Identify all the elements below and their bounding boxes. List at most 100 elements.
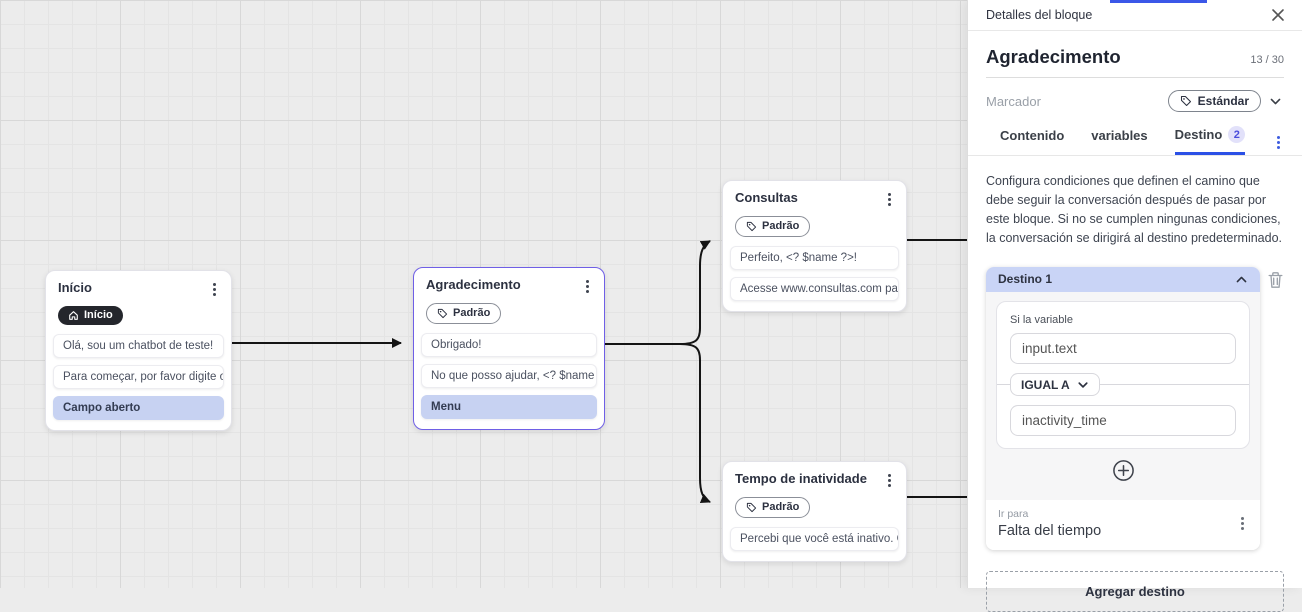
kebab-icon	[888, 478, 891, 482]
edge-agradecimento-tempo	[605, 343, 711, 504]
panel-title: Detalles del bloque	[986, 8, 1093, 22]
go-to-block[interactable]: Ir para Falta del tiempo	[998, 508, 1101, 539]
marker-label: Marcador	[986, 93, 1041, 109]
flow-node-agradecimento[interactable]: Agradecimento Padrão Obrigado! No que po…	[413, 267, 605, 430]
operator-label: IGUAL A	[1021, 377, 1070, 392]
node-message[interactable]: Para começar, por favor digite o ...	[53, 365, 224, 389]
delete-destination-button[interactable]	[1267, 271, 1284, 292]
node-menu-button[interactable]	[884, 471, 895, 489]
node-title: Consultas	[735, 190, 798, 205]
node-message-open-field[interactable]: Campo aberto	[53, 396, 224, 420]
operator-row: IGUAL A	[997, 373, 1249, 396]
node-menu-button[interactable]	[209, 280, 220, 298]
node-header: Agradecimento	[421, 277, 597, 295]
tag-icon	[437, 308, 448, 319]
chevron-up-icon	[1236, 276, 1247, 282]
chevron-down-icon	[1078, 381, 1088, 388]
tab-destino[interactable]: Destino 2	[1174, 126, 1246, 155]
tab-contenido[interactable]: Contenido	[1000, 128, 1064, 155]
kebab-icon	[213, 287, 216, 291]
operator-divider	[997, 384, 1249, 385]
destination-header[interactable]: Destino 1	[986, 267, 1260, 292]
tabs-divider	[968, 155, 1302, 156]
trash-icon	[1268, 272, 1283, 288]
close-button[interactable]	[1268, 5, 1288, 25]
marker-controls: Estándar	[1167, 90, 1284, 112]
node-header: Consultas	[730, 190, 899, 208]
node-message-menu[interactable]: Menu	[421, 395, 597, 419]
panel-body: Agradecimento 13 / 30 Marcador Estándar …	[968, 31, 1302, 612]
node-message[interactable]: Acesse www.consultas.com par...	[730, 277, 899, 301]
node-header: Início	[53, 280, 224, 298]
start-badge: Início	[58, 306, 123, 325]
add-condition-button[interactable]	[1112, 459, 1135, 485]
standard-badge: Padrão	[426, 303, 502, 324]
panel-header: Detalles del bloque	[968, 0, 1302, 31]
kebab-icon	[1277, 140, 1280, 144]
tag-icon	[1180, 95, 1191, 107]
variable-input[interactable]	[1010, 333, 1236, 364]
flow-node-tempo-inatividade[interactable]: Tempo de inatividade Padrão Percebi que …	[722, 461, 907, 562]
plus-icon	[1112, 460, 1134, 481]
add-destination-button[interactable]: Agregar destino	[986, 571, 1284, 612]
tab-label: variables	[1091, 128, 1148, 143]
destination-footer: Ir para Falta del tiempo	[986, 500, 1260, 550]
tab-label: Contenido	[1000, 128, 1065, 143]
block-details-panel: Detalles del bloque Agradecimento 13 / 3…	[967, 0, 1302, 612]
destination-row: Destino 1 Si la variable IGUAL A	[986, 267, 1284, 550]
badge-label: Padrão	[762, 220, 800, 232]
go-to-label: Ir para	[998, 508, 1029, 520]
destination-title: Destino 1	[998, 272, 1053, 286]
kebab-icon	[888, 197, 891, 201]
block-name-field[interactable]: Agradecimento	[986, 46, 1121, 67]
marker-pill-label: Estándar	[1197, 94, 1249, 108]
standard-badge: Padrão	[735, 216, 811, 237]
node-message[interactable]: Obrigado!	[421, 333, 597, 357]
tabs-row: Contenido variables Destino 2	[986, 126, 1284, 155]
node-header: Tempo de inatividade	[730, 471, 899, 489]
flow-node-consultas[interactable]: Consultas Padrão Perfeito, <? $name ?>! …	[722, 180, 907, 312]
tag-icon	[746, 502, 757, 513]
node-message[interactable]: Perfeito, <? $name ?>!	[730, 246, 899, 270]
node-message[interactable]: Olá, sou um chatbot de teste!	[53, 334, 224, 358]
if-variable-label: Si la variable	[1010, 314, 1073, 326]
home-icon	[69, 311, 78, 320]
tab-label: Destino	[1174, 127, 1223, 142]
close-icon	[1272, 9, 1284, 21]
block-name-row: Agradecimento 13 / 30	[986, 31, 1284, 78]
node-menu-button[interactable]	[884, 190, 895, 208]
destino-count-badge: 2	[1228, 126, 1246, 143]
standard-badge: Padrão	[735, 497, 811, 518]
kebab-icon	[1241, 522, 1244, 525]
chevron-down-icon	[1270, 98, 1281, 104]
node-message[interactable]: Percebi que você está inativo. C...	[730, 527, 899, 551]
badge-label: Padrão	[453, 307, 491, 319]
node-title: Agradecimento	[426, 277, 521, 292]
destination-description: Configura condiciones que definen el cam…	[986, 174, 1282, 245]
marker-pill-button[interactable]: Estándar	[1167, 90, 1261, 112]
marker-row: Marcador Estándar	[986, 89, 1284, 113]
badge-label: Padrão	[762, 501, 800, 513]
destination-card: Destino 1 Si la variable IGUAL A	[986, 267, 1260, 550]
node-menu-button[interactable]	[582, 277, 593, 295]
condition-card: Si la variable IGUAL A	[996, 301, 1250, 449]
add-condition-row	[996, 459, 1250, 487]
tabs-menu-button[interactable]	[1273, 137, 1284, 155]
node-title: Início	[58, 280, 92, 295]
flow-edges	[232, 239, 967, 504]
kebab-icon	[586, 284, 589, 288]
marker-dropdown-button[interactable]	[1267, 93, 1284, 110]
char-counter: 13 / 30	[1250, 54, 1284, 66]
tab-variables[interactable]: variables	[1091, 128, 1147, 155]
go-to-value: Falta del tiempo	[998, 523, 1102, 539]
operator-select[interactable]: IGUAL A	[1010, 373, 1100, 396]
destination-body: Si la variable IGUAL A	[986, 292, 1260, 500]
destination-menu-button[interactable]	[1237, 515, 1248, 533]
top-accent-strip	[1110, 0, 1207, 3]
node-title: Tempo de inatividade	[735, 471, 867, 486]
badge-label: Início	[84, 309, 113, 321]
comparison-value-input[interactable]	[1010, 405, 1236, 436]
edge-agradecimento-consultas	[605, 240, 711, 345]
node-message[interactable]: No que posso ajudar, <? $name ...	[421, 364, 597, 388]
flow-node-inicio[interactable]: Início Início Olá, sou um chatbot de tes…	[45, 270, 232, 431]
